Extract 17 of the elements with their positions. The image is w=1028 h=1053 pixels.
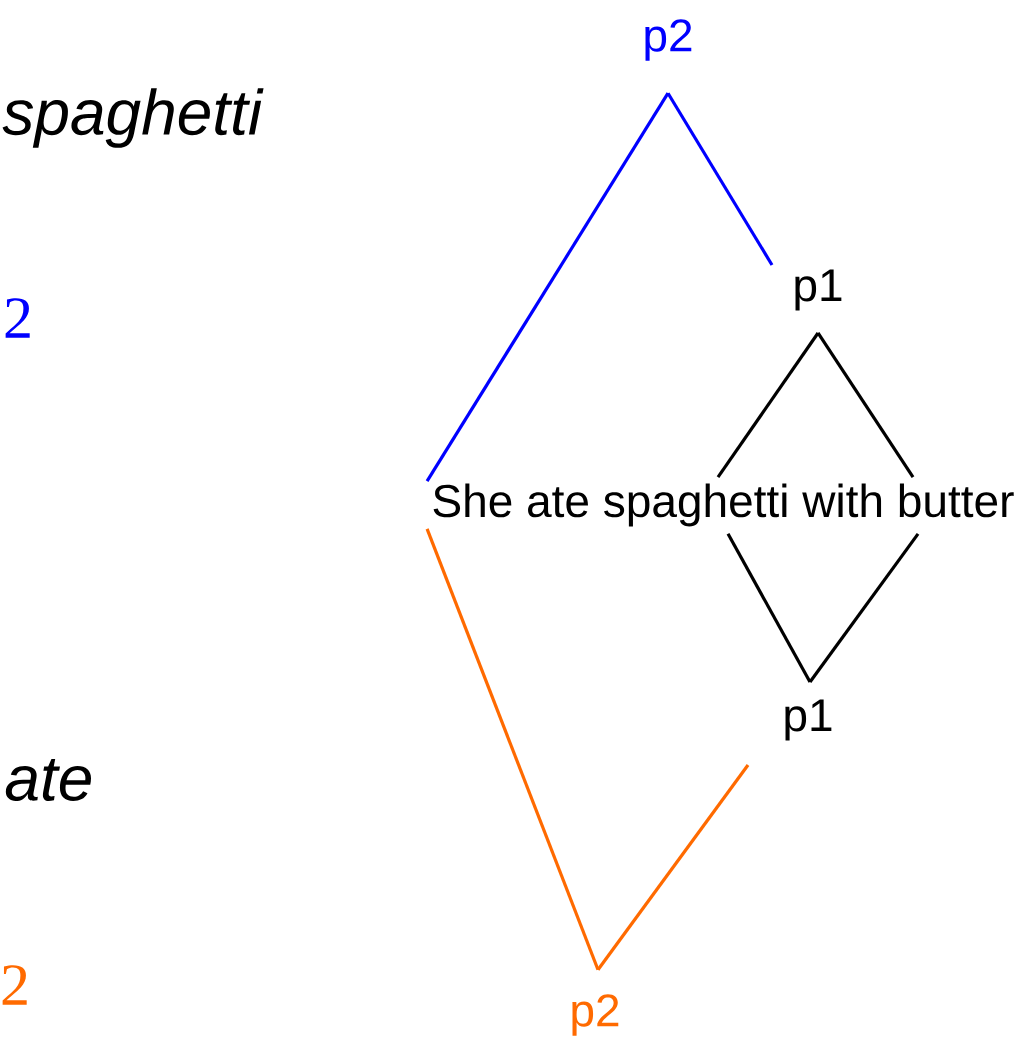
tree-node-label: p1 bbox=[795, 269, 842, 311]
tree-line bbox=[666, 92, 774, 266]
tree-node-label: p2 bbox=[645, 19, 692, 61]
tree-line bbox=[808, 532, 920, 683]
tree-line bbox=[425, 528, 600, 971]
tree-node-label: p2 bbox=[572, 994, 619, 1036]
tree-line bbox=[425, 92, 670, 482]
index-number: 2 bbox=[5, 298, 30, 338]
tree-line bbox=[816, 332, 915, 479]
index-number: 2 bbox=[2, 965, 27, 1005]
sentence-text: She ate spaghetti with butter bbox=[433, 483, 1014, 527]
tree-line bbox=[596, 764, 750, 971]
tree-node-label: p1 bbox=[785, 699, 832, 741]
tree-line bbox=[726, 533, 812, 683]
italic-word: ate bbox=[5, 759, 91, 801]
italic-word: spaghetti bbox=[2, 88, 264, 148]
tree-line bbox=[716, 332, 820, 479]
